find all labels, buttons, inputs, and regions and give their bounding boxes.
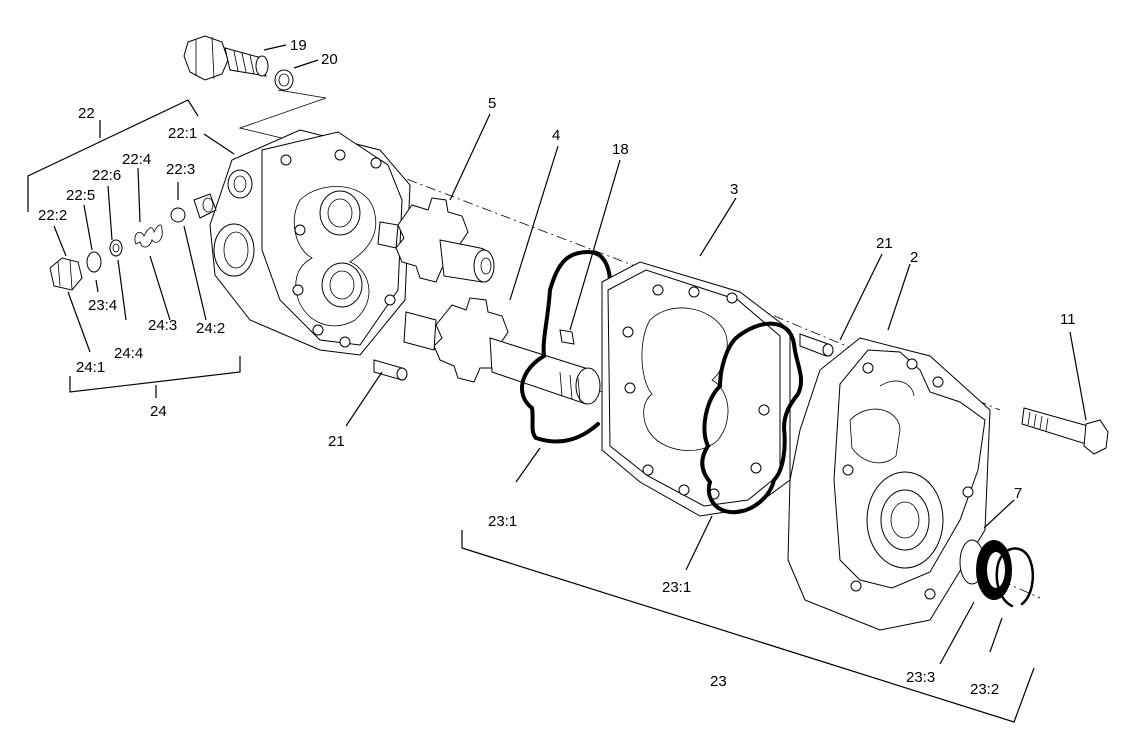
shaft-seal-7 <box>959 539 1012 600</box>
rear-housing <box>209 129 411 356</box>
ball-22-3 <box>170 207 186 223</box>
label-22-2: 22:2 <box>38 207 67 224</box>
label-3: 3 <box>730 181 738 198</box>
label-11: 11 <box>1060 311 1076 328</box>
valve-parts <box>49 193 217 291</box>
gear-4 <box>403 297 601 405</box>
label-22-1: 22:1 <box>168 125 197 142</box>
label-22-4: 22:4 <box>122 151 151 168</box>
fitting-19 <box>183 35 269 81</box>
label-23: 23 <box>710 673 727 690</box>
circlip-23-2 <box>995 547 1034 608</box>
label-24-2: 24:2 <box>196 320 225 337</box>
label-22-5: 22:5 <box>66 187 95 204</box>
label-24-4: 24:4 <box>114 345 143 362</box>
o-ring-23-4 <box>86 251 102 273</box>
label-22: 22 <box>78 105 95 122</box>
label-24-3: 24:3 <box>148 317 177 334</box>
label-19: 19 <box>290 37 307 54</box>
washer-24-4 <box>109 239 123 257</box>
label-23-3: 23:3 <box>906 669 935 686</box>
seal-23-1-right <box>700 321 804 515</box>
dowel-21-left <box>373 359 408 381</box>
label-24-1: 24:1 <box>76 359 105 376</box>
label-23-1-right: 23:1 <box>662 579 691 596</box>
assembly-path-19 <box>238 89 327 141</box>
labels: 19 20 22 22:1 22:4 22:3 22:6 22:5 22:2 2… <box>38 37 1076 698</box>
gear-housing-3 <box>601 261 791 517</box>
dowel-21-right <box>799 333 834 357</box>
label-2: 2 <box>910 249 918 266</box>
key-18 <box>559 329 575 345</box>
plug-24-1 <box>49 257 83 291</box>
label-24: 24 <box>150 403 167 420</box>
label-21-right: 21 <box>876 235 893 252</box>
gear-5 <box>377 197 495 283</box>
label-20: 20 <box>321 51 338 68</box>
label-7: 7 <box>1014 485 1022 502</box>
label-21-left: 21 <box>328 433 345 450</box>
washer-20 <box>274 69 294 91</box>
label-22-6: 22:6 <box>92 167 121 184</box>
label-22-3: 22:3 <box>166 161 195 178</box>
label-18: 18 <box>612 141 629 158</box>
spring-24-3 <box>134 224 163 248</box>
seal-23-1-left <box>520 249 613 444</box>
label-23-1-left: 23:1 <box>488 513 517 530</box>
label-5: 5 <box>488 95 496 112</box>
leader-lines <box>27 44 1087 723</box>
label-23-2: 23:2 <box>970 681 999 698</box>
label-23-4: 23:4 <box>88 297 117 314</box>
seat-24-2 <box>193 193 217 219</box>
bolt-11 <box>1021 407 1109 455</box>
front-cover-2 <box>787 337 991 631</box>
label-4: 4 <box>552 127 560 144</box>
